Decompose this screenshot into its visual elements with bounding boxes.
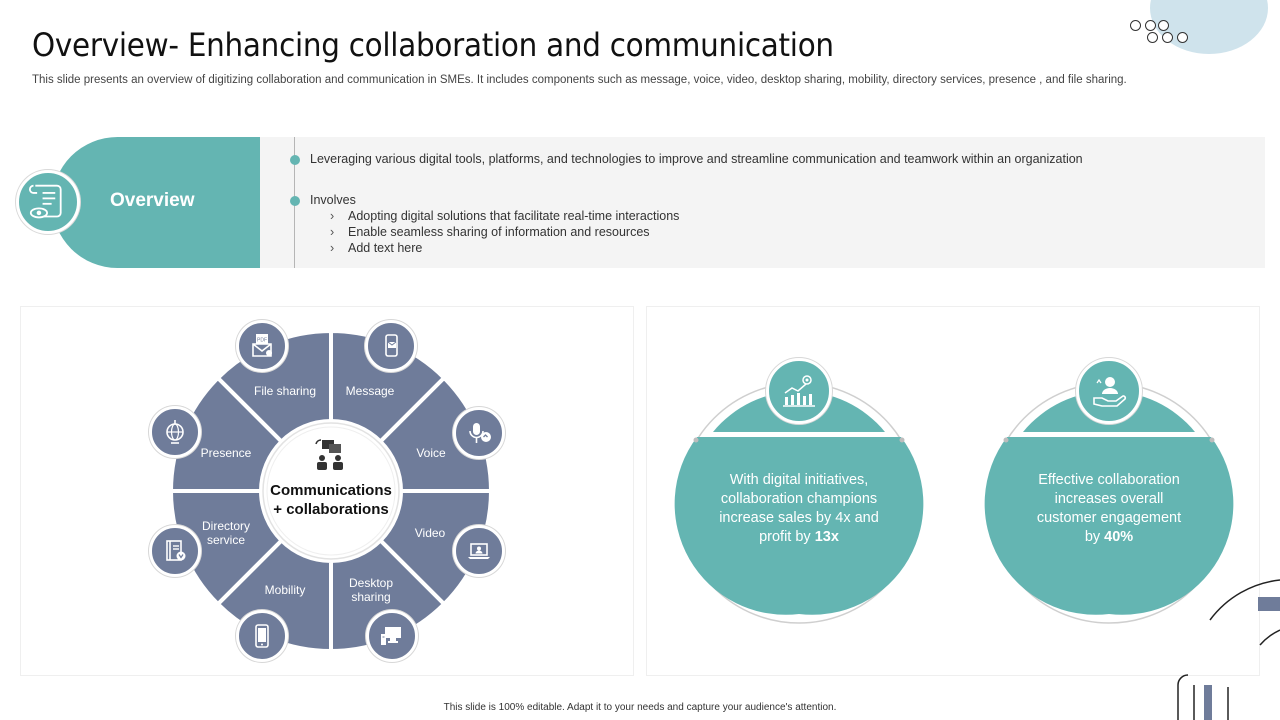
stat-text-line: by 40% [1009,528,1209,547]
overview-bullet-dot [290,155,300,165]
desktop-computer-icon [381,627,401,645]
segment-label-video: Video [414,526,446,540]
satellite-mobility [236,610,288,662]
wheel-center-line-2: + collaborations [273,501,389,518]
phone-message-icon [385,334,398,357]
stat-circle-handle-dot [693,437,699,443]
segment-label-mobility: Mobility [264,583,306,597]
slide-subtitle: This slide presents an overview of digit… [32,74,1127,86]
stat-circle-handle-dot [1003,437,1009,443]
satellite-message [365,320,417,372]
stat-text-line: collaboration champions [720,491,878,507]
overview-label: Overview [110,190,195,211]
stat-circle-body [984,437,1234,615]
segment-label-line: Directory [201,519,251,533]
wheel-center-circle [262,422,400,560]
wheel-center-line-1: Communications [270,482,392,499]
wheel-center-inner-ring [266,426,396,556]
segment-label-line: service [206,533,246,547]
overview-sub-item-text: Add text here [348,241,423,255]
pdf-badge-text: PDF [257,338,267,344]
stat-text-line: Effective collaboration [1038,472,1180,488]
satellite-presence [149,406,201,458]
stat-text-prefix: by [1084,529,1105,545]
chevron-right-icon: › [330,209,335,223]
segment-label-message: Message [345,384,395,398]
stat-text-line: increases overall [1054,491,1164,507]
corner-decoration-arcs [1177,579,1280,720]
overview-point-1: Leveraging various digital tools, platfo… [310,152,1083,166]
overview-sub-item-text: Adopting digital solutions that facilita… [348,209,680,223]
segment-label-desktop-sharing: Desktop sharing [349,576,393,604]
overview-point-2: Involves [310,193,356,207]
segment-label-line: sharing [351,590,391,604]
wheel-center-label: Communications + collaborations [270,481,392,519]
stat-circle-body [674,437,924,615]
mobile-phone-icon [255,624,269,648]
satellite-file-sharing: PDF [236,320,288,372]
pdf-file-icon: PDF [252,334,272,357]
stat-circle-right [984,382,1234,624]
overview-icon-badge [16,170,80,234]
stat-text-right: Effective collaboration increases overal… [1009,471,1209,547]
overview-sub-item-text: Enable seamless sharing of information a… [348,225,650,239]
satellite-desktop-sharing [366,610,418,662]
overview-header-shape [52,137,260,268]
stat-text-line: With digital initiatives, [729,472,869,488]
hand-person-icon [1093,377,1127,407]
segment-label-voice: Voice [416,446,446,460]
stat-circle-handle-dot [1209,437,1215,443]
overview-content-panel [260,137,1265,268]
stat-text-prefix: profit by [759,529,815,545]
people-chat-icon [315,439,343,470]
slide-title: Overview- Enhancing collaboration and co… [32,26,834,64]
segment-label-presence: Presence [200,446,252,460]
globe-icon [166,420,184,444]
scroll-eye-icon [28,184,62,219]
satellite-video [453,525,505,577]
stat-circle-handle-dot [899,437,905,443]
stat-icon-left [766,358,832,424]
overview-sub-item: › Enable seamless sharing of information … [330,225,650,239]
stat-highlight-value: 13x [814,529,839,545]
slide-footer: This slide is 100% editable. Adapt it to… [443,702,837,713]
directory-book-icon [166,540,186,561]
overview-sub-item: › Add text here [330,241,422,255]
stat-highlight-value: 40% [1104,529,1134,545]
stat-text-left: With digital initiatives, collaboration … [699,471,899,547]
chevron-right-icon: › [330,241,335,255]
segment-label-directory-service: Directory service [202,519,250,547]
segment-label-file-sharing: File sharing [253,384,317,398]
stat-text-line: profit by 13x [699,528,899,547]
segment-label-line: Desktop [348,576,394,590]
stat-text-line: customer engagement [1036,510,1182,526]
laptop-video-icon [468,543,490,559]
growth-chart-icon [783,375,815,407]
overview-sub-item: › Adopting digital solutions that facilit… [330,209,679,223]
satellite-directory-service [149,525,201,577]
microphone-icon [469,423,491,443]
stat-text-line: increase sales by 4x and [719,510,879,526]
overview-bullet-dot [290,196,300,206]
chevron-right-icon: › [330,225,335,239]
stat-icon-right [1076,358,1142,424]
satellite-voice [453,407,505,459]
